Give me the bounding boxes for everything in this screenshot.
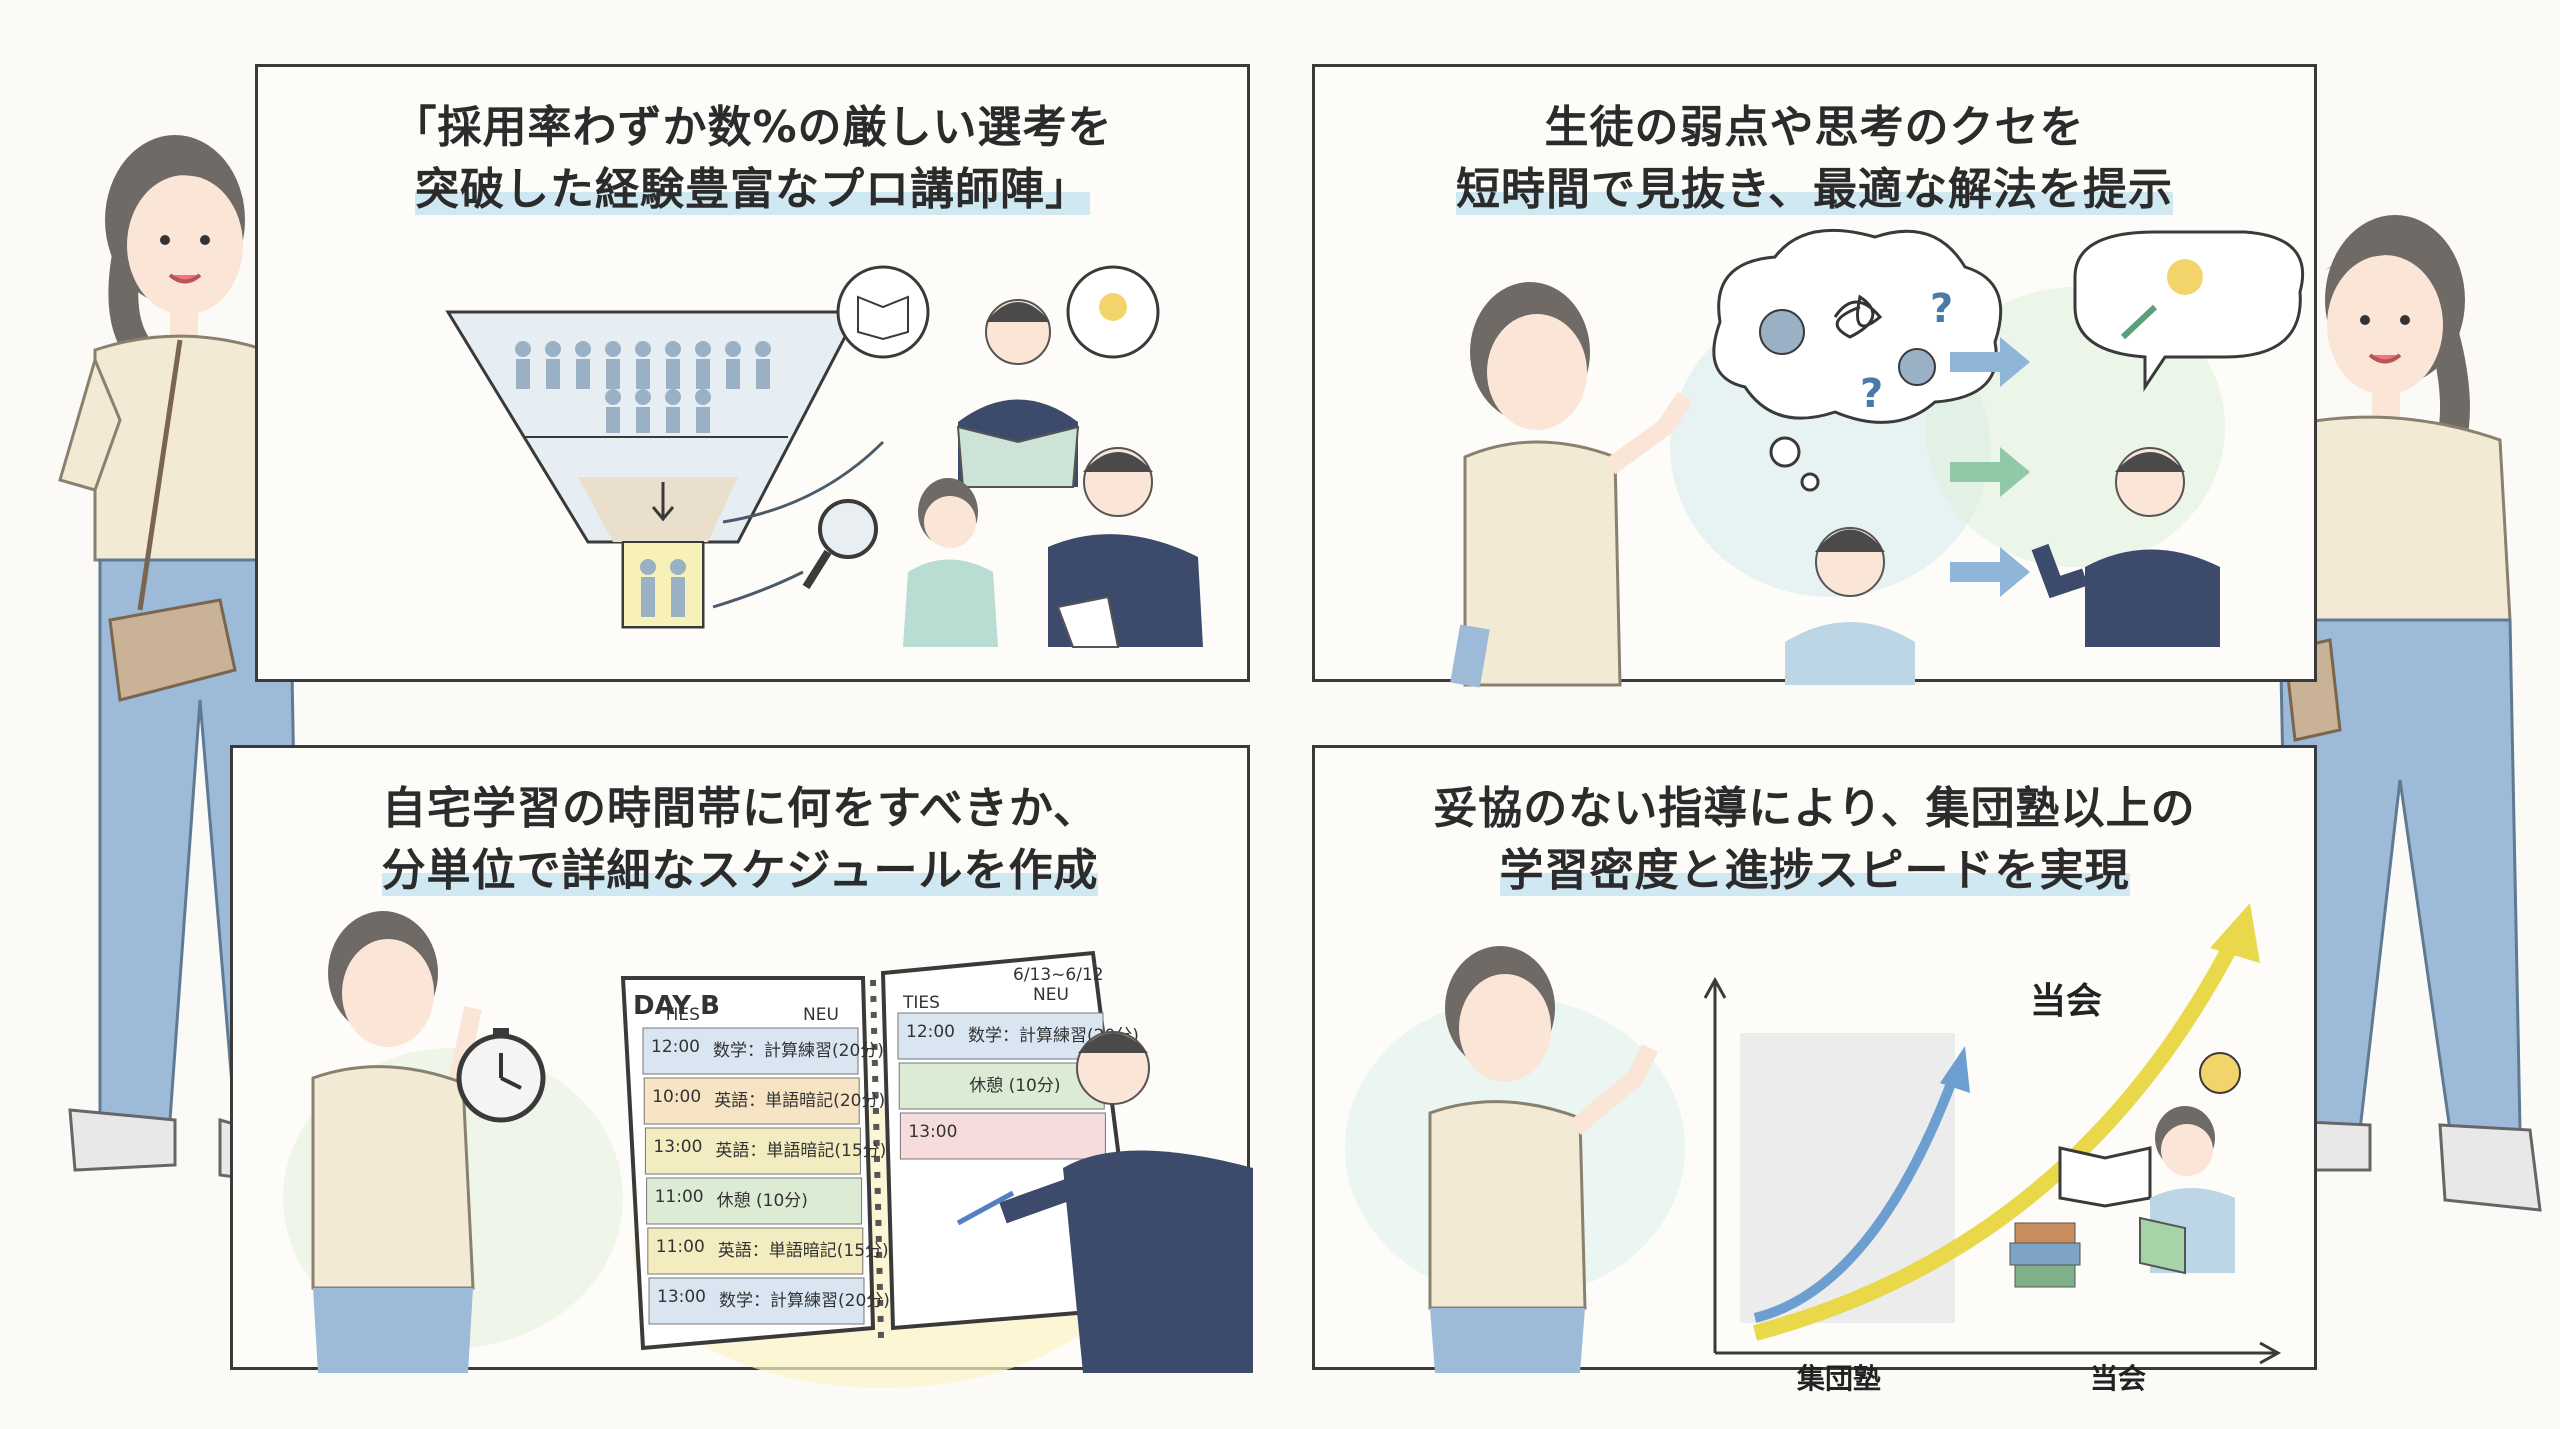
panel-title: 自宅学習の時間帯に何をすべきか、 分単位で詳細なスケジュールを作成 [233,778,1247,902]
planner-row [899,1112,1106,1160]
svg-text:?: ? [1930,286,1953,332]
right-header-col2: NEU [1033,985,1069,1005]
planner-title: DAY B [633,991,720,1021]
planner-row [643,1077,860,1125]
panel-title: 妥協のない指導により、集団塾以上の 学習密度と進捗スピードを実現 [1315,778,2314,902]
planner-row-task: 数学：計算練習(20分) [719,1291,890,1311]
planner-row-task: 休憩 (10分) [969,1076,1060,1096]
planner-row-time: 11:00 [655,1187,704,1207]
planner-row [897,1012,1104,1060]
arrow-to-teacher [722,440,885,524]
planner-row-time: 12:00 [651,1037,700,1057]
panel-growth: 妥協のない指導により、集団塾以上の 学習密度と進捗スピードを実現 当会 集団塾 … [1312,745,2317,1395]
planner-row-task: 英語：単語暗記(20分) [714,1091,885,1111]
arrow-label-ours: 当会 [2030,981,2102,1022]
x-label-ours: 当会 [2090,1362,2146,1395]
gear-icon [1759,309,1805,355]
y-axis [1703,976,1727,1353]
planner-row-time: 13:00 [657,1287,706,1307]
magnifier-icon [818,499,878,559]
planner-row [898,1062,1105,1110]
title-line-2: 突破した経験豊富なプロ講師陣」 [415,164,1090,215]
arrow-icon [1950,447,2030,497]
panel-title: 生徒の弱点や思考のクセを 短時間で見抜き、最適な解法を提示 [1315,97,2314,221]
left-header-col2: NEU [803,1005,839,1025]
student-reading-figure [2009,1106,2235,1288]
planner-corner-date: 6/13~6/12 [1013,965,1104,985]
title-line-2: 短時間で見抜き、最適な解法を提示 [1456,164,2173,215]
man-writing-figure [956,1031,1253,1373]
candidate-icons [515,341,771,617]
planner-row [646,1177,863,1225]
x-axis [1715,1341,2282,1365]
selection-funnel-illustration [445,265,1203,648]
title-line-1: 生徒の弱点や思考のクセを [1544,102,2085,153]
diagnosis-illustration: ? ? [1450,228,2305,688]
planner-row [644,1127,861,1175]
arrow-icon [1950,337,2030,387]
planner-row-time: 11:00 [656,1237,705,1257]
growth-chart-illustration: 当会 集団塾 当会 [1345,903,2282,1395]
panel-diagnose-weakness: 生徒の弱点や思考のクセを 短時間で見抜き、最適な解法を提示 ? ? [1312,64,2317,688]
panel-pro-instructors: 「採用率わずか数%の厳しい選考を 突破した経験豊富なプロ講師陣」 [255,64,1250,682]
group-chart-area [1740,1033,1955,1323]
student-and-teacher-figures [903,447,1203,648]
title-line-1: 妥協のない指導により、集団塾以上の [1433,783,2196,834]
planner-row-task: 休憩 (10分) [717,1191,808,1211]
arrow-icon [1950,547,2030,597]
planner-left-rows: 12:00 数学：計算練習(20分) 10:00 英語：単語暗記(20分) 13:00 英… [642,1027,890,1325]
group-growth-arrow [1753,1071,1960,1323]
panel-title: 「採用率わずか数%の厳しい選考を 突破した経験豊富なプロ講師陣」 [258,97,1247,221]
title-line-1: 自宅学習の時間帯に何をすべきか、 [381,783,1099,834]
woman-pointing-figure [1450,282,1693,688]
thinking-boy-figure [1785,527,1915,685]
title-line-2: 学習密度と進捗スピードを実現 [1499,845,2130,896]
teacher-reading-figure [956,299,1080,488]
lightbulb-icon [2199,1052,2241,1094]
right-header-col1: TIES [902,993,940,1013]
woman-pointing-up-figure [1428,946,1659,1373]
planner-row-time: 13:00 [653,1137,702,1157]
planner-row-time: 10:00 [652,1087,701,1107]
planner-row [642,1027,859,1075]
lightbulb-icon [2167,259,2203,295]
planner-row [647,1227,864,1275]
schedule-illustration: DAY B 6/13~6/12 TIES NEU TIES NEU 12:00 数… [283,911,1253,1388]
planner-row-task: 英語：単語暗記(15分) [718,1241,889,1261]
title-line-2: 分単位で詳細なスケジュールを作成 [381,845,1099,896]
thought-bubble [1712,228,2003,424]
planner-row-task: 英語：単語暗記(15分) [715,1141,886,1161]
planner-row-task: 数学：計算練習(20分) [713,1041,884,1061]
our-growth-arrow [1752,934,2243,1341]
x-label-group: 集団塾 [1796,1362,1881,1395]
svg-text:?: ? [1860,371,1883,417]
panel-schedule: 自宅学習の時間帯に何をすべきか、 分単位で詳細なスケジュールを作成 DAY B … [230,745,1253,1388]
planner-row-time: 13:00 [908,1122,957,1142]
tangle-icon [1833,294,1883,339]
left-header-col1: TIES [662,1005,700,1025]
idea-bubble [2073,230,2305,392]
title-line-1: 「採用率わずか数%の厳しい選考を [392,102,1113,153]
woman-holding-clock-figure [311,911,482,1373]
planner-row-time: 12:00 [906,1022,955,1042]
stopwatch-icon [456,1028,546,1123]
planner-row [648,1277,865,1325]
gear-icon [1898,348,1936,386]
teacher-pointing-figure [2031,447,2220,647]
